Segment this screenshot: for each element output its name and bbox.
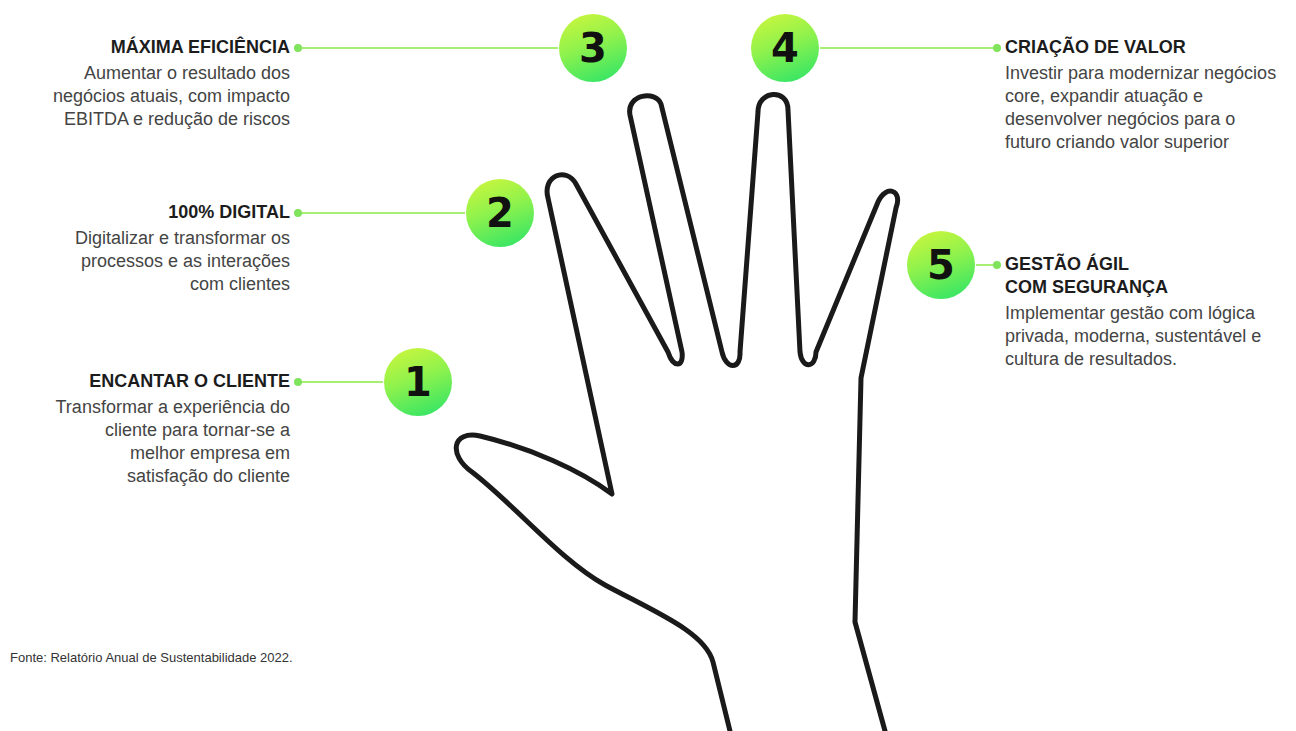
callout-body: Digitalizar e transformar os processos e…	[50, 227, 290, 296]
leader-group	[820, 44, 1001, 52]
callout-heading: CRIAÇÃO DE VALOR	[1005, 36, 1280, 59]
callout-heading: GESTÃO ÁGIL COM SEGURANÇA	[1005, 253, 1175, 299]
leader-line	[820, 47, 997, 49]
callout-number: 3	[579, 28, 607, 68]
callout-text: CRIAÇÃO DE VALOR Investir para modernizar…	[1005, 36, 1280, 154]
leader-line	[298, 381, 383, 383]
callout-text: 100% DIGITAL Digitalizar e transformar os…	[50, 201, 290, 296]
leader-line	[298, 47, 558, 49]
source-caption: Fonte: Relatório Anual de Sustentabilida…	[10, 650, 293, 665]
number-circle: 4	[751, 14, 819, 82]
leader-dot	[294, 209, 302, 217]
callout-number: 1	[404, 362, 432, 402]
number-circle: 2	[466, 179, 534, 247]
leader-dot	[993, 261, 1001, 269]
hand-outline	[456, 94, 897, 731]
leader-dot	[294, 378, 302, 386]
callout-number: 2	[486, 193, 514, 233]
callout-body: Aumentar o resultado dos negócios atuais…	[50, 62, 290, 131]
number-circle: 5	[907, 231, 975, 299]
leader-group	[294, 209, 465, 217]
callout-text: GESTÃO ÁGIL COM SEGURANÇAImplementar ges…	[1005, 253, 1280, 371]
callout-text: ENCANTAR O CLIENTE Transformar a experiên…	[50, 370, 290, 488]
callout-body: Investir para modernizar negócios core, …	[1005, 62, 1280, 154]
leader-group	[294, 44, 558, 52]
leader-group	[294, 378, 383, 386]
leader-dot	[294, 44, 302, 52]
leader-line	[298, 212, 465, 214]
callout-heading: 100% DIGITAL	[50, 201, 290, 224]
number-circle: 1	[384, 348, 452, 416]
callout-body: Implementar gestão com lógica privada, m…	[1005, 302, 1280, 371]
callout-number: 4	[771, 28, 799, 68]
leader-group	[976, 261, 1001, 269]
leader-dot	[993, 44, 1001, 52]
number-circle: 3	[559, 14, 627, 82]
callout-text: MÁXIMA EFICIÊNCIA Aumentar o resultado do…	[50, 36, 290, 131]
callout-body: Transformar a experiência do cliente par…	[50, 396, 290, 488]
callout-heading: ENCANTAR O CLIENTE	[50, 370, 290, 393]
callout-number: 5	[927, 245, 955, 285]
callout-heading: MÁXIMA EFICIÊNCIA	[50, 36, 290, 59]
